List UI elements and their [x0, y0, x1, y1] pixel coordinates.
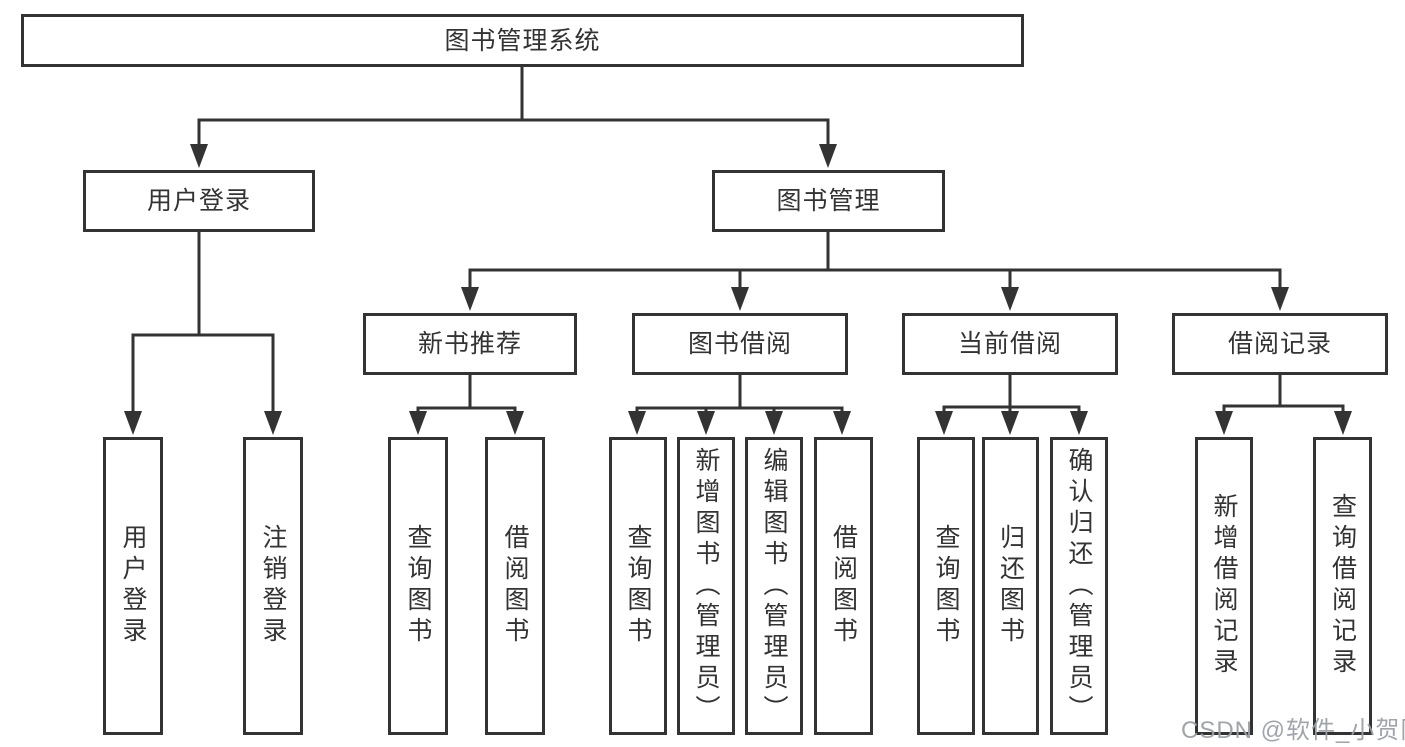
node-leaf-edit-books-admin-label: 编辑图书（管理员） — [760, 446, 788, 726]
node-leaf-query-books-rec-label: 查询图书 — [404, 524, 432, 648]
node-leaf-query-borrow-record-label: 查询借阅记录 — [1328, 493, 1357, 679]
node-leaf-query-books-current: 查询图书 — [917, 437, 975, 735]
node-leaf-confirm-return-admin-label: 确认归还（管理员） — [1065, 446, 1093, 726]
node-leaf-return-books-label: 归还图书 — [996, 524, 1025, 648]
node-borrow-records-label: 借阅记录 — [1227, 330, 1332, 358]
node-leaf-add-books-admin-label: 新增图书（管理员） — [692, 446, 720, 726]
node-new-book-rec-label: 新书推荐 — [417, 330, 522, 358]
node-user-login-group: 用户登录 — [83, 170, 315, 232]
node-leaf-borrow-books-rec-label: 借阅图书 — [501, 524, 529, 648]
node-leaf-logout-label: 注销登录 — [259, 524, 287, 648]
node-leaf-borrow-books: 借阅图书 — [814, 437, 873, 735]
node-leaf-confirm-return-admin: 确认归还（管理员） — [1050, 437, 1108, 735]
node-leaf-add-borrow-record: 新增借阅记录 — [1195, 437, 1253, 735]
node-leaf-query-borrow-record: 查询借阅记录 — [1313, 437, 1372, 735]
node-book-mgmt-group-label: 图书管理 — [776, 187, 881, 215]
node-leaf-user-login-label: 用户登录 — [119, 524, 147, 648]
node-leaf-query-books-borrow-label: 查询图书 — [624, 524, 652, 648]
node-borrow-records: 借阅记录 — [1172, 313, 1388, 375]
node-leaf-borrow-books-rec: 借阅图书 — [485, 437, 545, 735]
node-leaf-add-borrow-record-label: 新增借阅记录 — [1210, 493, 1238, 679]
node-leaf-query-books-borrow: 查询图书 — [609, 437, 667, 735]
node-leaf-query-books-current-label: 查询图书 — [932, 524, 960, 648]
watermark: CSDN @软件_小贺同学 — [1181, 717, 1405, 744]
node-leaf-add-books-admin: 新增图书（管理员） — [677, 437, 735, 735]
node-leaf-edit-books-admin: 编辑图书（管理员） — [745, 437, 803, 735]
node-leaf-return-books: 归还图书 — [982, 437, 1039, 735]
node-leaf-query-books-rec: 查询图书 — [388, 437, 448, 735]
node-leaf-borrow-books-label: 借阅图书 — [829, 524, 858, 648]
node-leaf-user-login: 用户登录 — [103, 437, 163, 735]
node-user-login-group-label: 用户登录 — [146, 187, 251, 215]
node-current-borrow: 当前借阅 — [902, 313, 1118, 375]
node-book-borrow-label: 图书借阅 — [687, 330, 792, 358]
node-new-book-rec: 新书推荐 — [363, 313, 577, 375]
node-book-borrow: 图书借阅 — [632, 313, 848, 375]
node-root: 图书管理系统 — [21, 14, 1024, 67]
node-root-label: 图书管理系统 — [444, 26, 601, 55]
node-leaf-logout: 注销登录 — [243, 437, 303, 735]
node-current-borrow-label: 当前借阅 — [957, 330, 1062, 358]
node-book-mgmt-group: 图书管理 — [712, 170, 945, 232]
